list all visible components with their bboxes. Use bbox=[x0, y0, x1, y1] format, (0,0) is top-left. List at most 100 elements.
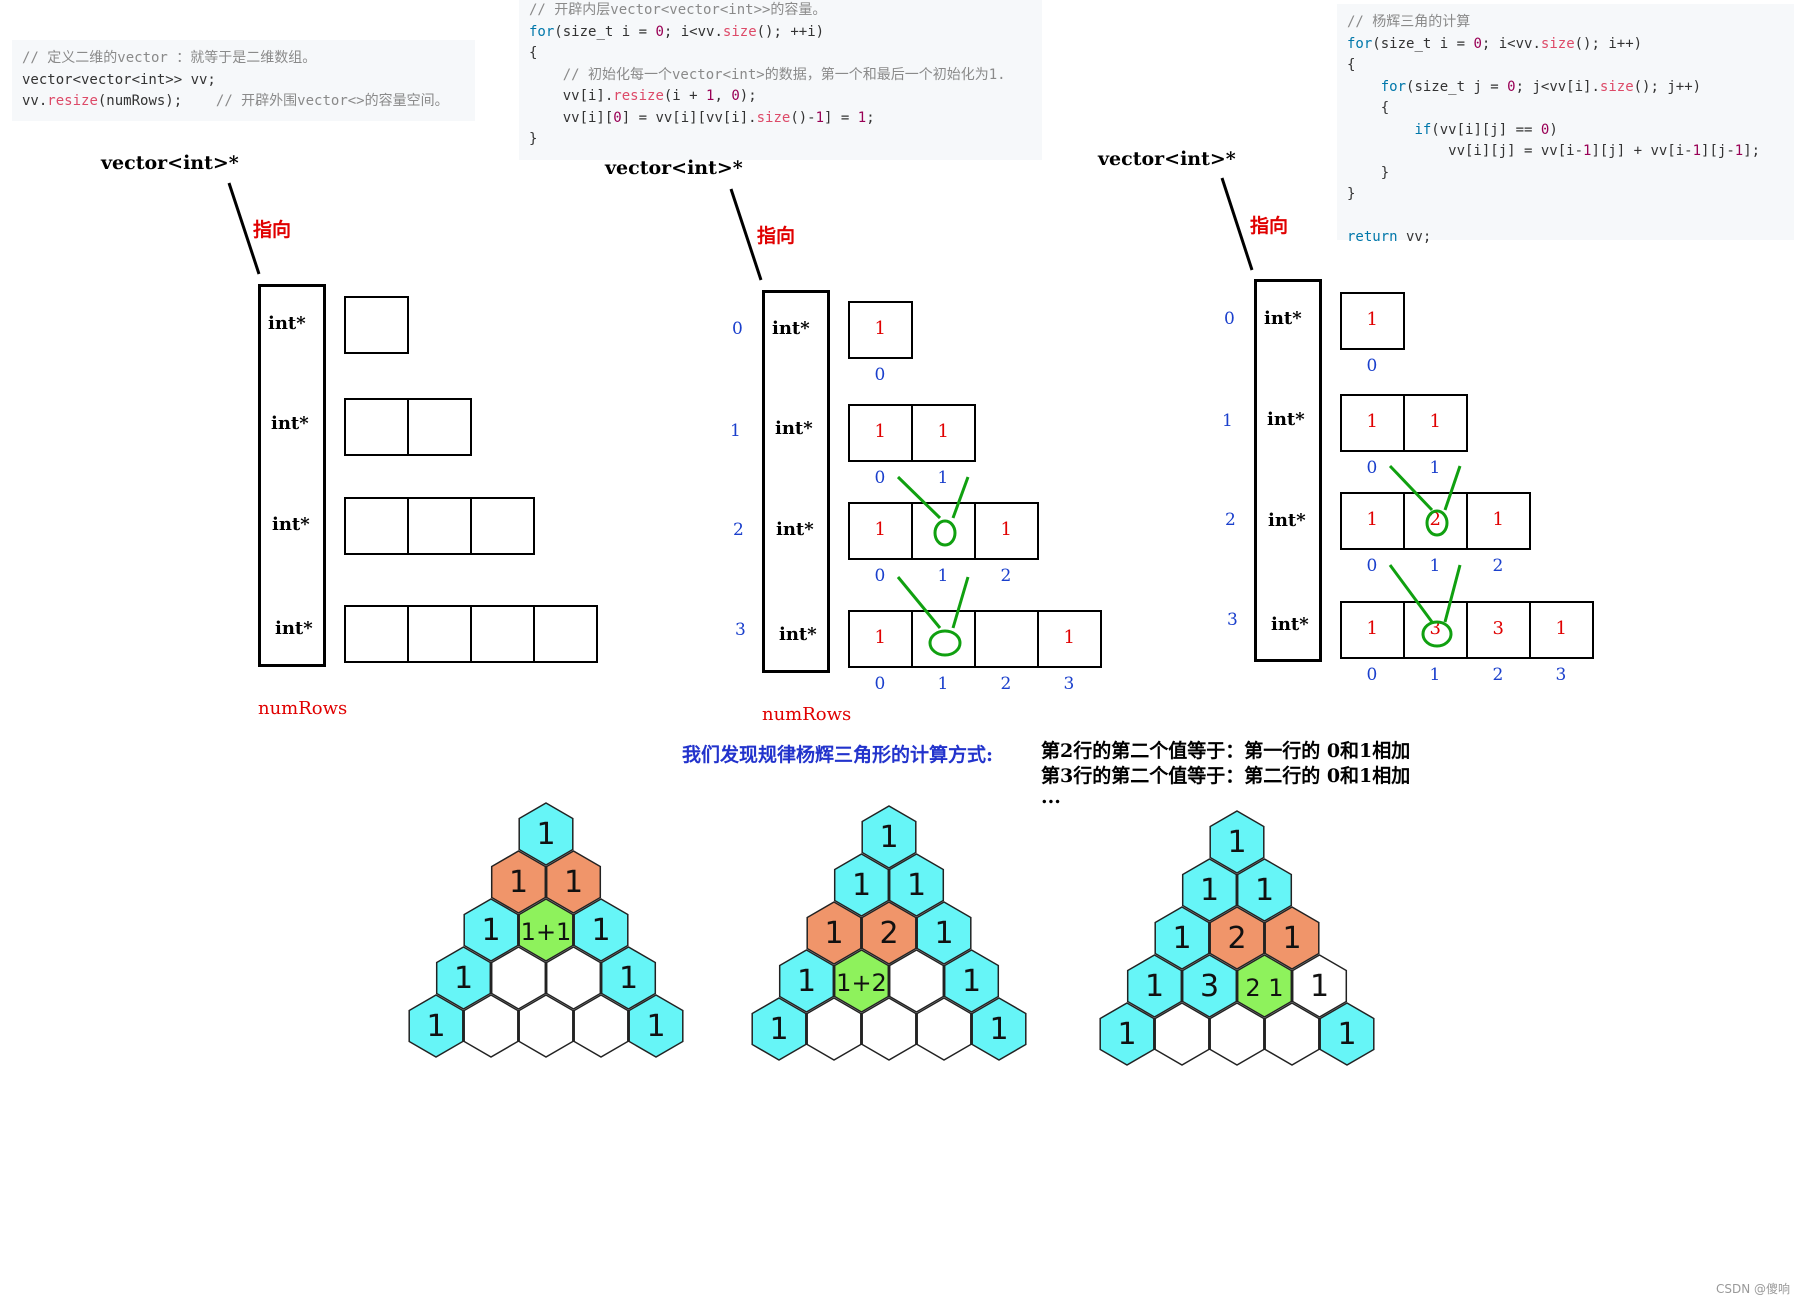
hex-cell bbox=[490, 946, 547, 1010]
code-line: } bbox=[529, 131, 538, 147]
cell-value: 1 bbox=[1063, 627, 1075, 648]
hex-value: 1 bbox=[1200, 873, 1219, 908]
hex-value: 1 bbox=[509, 865, 528, 900]
hex-cell bbox=[1236, 858, 1293, 922]
cell-value: 1 bbox=[1555, 618, 1567, 639]
hex-cell bbox=[751, 997, 807, 1061]
int-ptr-label: int* bbox=[775, 418, 813, 439]
code-line: } bbox=[1347, 164, 1390, 181]
cell-value: 1 bbox=[1366, 509, 1378, 530]
pointer-type-label: vector<int>* bbox=[605, 157, 743, 179]
hex-cell bbox=[806, 997, 862, 1061]
column-index: 2 bbox=[1000, 566, 1012, 586]
hex-value: 1 bbox=[1117, 1017, 1136, 1052]
hex-cell bbox=[778, 949, 835, 1013]
hex-cell bbox=[573, 994, 629, 1058]
array-cell bbox=[344, 296, 409, 354]
code-line: vv[i][j] = vv[i-1][j] + vv[i-1][j-1]; bbox=[1347, 143, 1761, 159]
column-index: 1 bbox=[937, 468, 949, 488]
rule-lead-text: 我们发现规律杨辉三角形的计算方式: bbox=[682, 744, 994, 766]
cell-value: 1 bbox=[937, 421, 949, 442]
array-cell bbox=[1403, 394, 1468, 452]
hex-cell bbox=[833, 853, 890, 917]
row-index: 3 bbox=[1227, 610, 1238, 630]
array-cell bbox=[974, 502, 1039, 560]
column-index: 0 bbox=[1366, 665, 1378, 685]
int-ptr-label: int* bbox=[272, 514, 310, 535]
hex-value: 1 bbox=[591, 913, 610, 948]
cell-value: 1 bbox=[1000, 519, 1012, 540]
column-index: 0 bbox=[1366, 356, 1378, 376]
code-line: vv[i][0] = vv[i][vv[i].size()-1] = 1; bbox=[529, 109, 875, 126]
array-cell bbox=[1037, 610, 1102, 668]
column-index: 2 bbox=[1492, 556, 1504, 576]
hex-cell bbox=[518, 802, 574, 866]
pointer-type-label: vector<int>* bbox=[101, 152, 239, 174]
code-line: // 定义二维的vector ：就等于是二维数组。 bbox=[22, 50, 317, 66]
row-index: 2 bbox=[1225, 510, 1236, 530]
row-index: 1 bbox=[730, 421, 741, 441]
hex-cell bbox=[861, 805, 917, 869]
hex-cell bbox=[1181, 954, 1238, 1018]
hex-value: 1 bbox=[536, 817, 555, 852]
hex-cell bbox=[545, 850, 602, 914]
hex-value: 1 bbox=[619, 961, 638, 996]
hex-value: 2 bbox=[879, 916, 898, 951]
hex-cell bbox=[545, 946, 602, 1010]
row-pointer-column bbox=[258, 284, 326, 667]
cell-value: 1 bbox=[874, 519, 886, 540]
code-line: vector<vector<int>> vv; bbox=[22, 71, 216, 88]
code-line: vv.resize(numRows); // 开辟外围vector<>的容量空间… bbox=[22, 93, 449, 109]
cell-value: 1 bbox=[1366, 618, 1378, 639]
hex-value: 1 bbox=[481, 913, 500, 948]
rule-line-3: ... bbox=[1041, 786, 1061, 808]
points-to-label: 指向 bbox=[757, 225, 796, 247]
column-index: 3 bbox=[1063, 674, 1075, 694]
hex-value: 1 bbox=[1310, 969, 1329, 1004]
cell-value: 1 bbox=[1492, 509, 1504, 530]
hex-cell bbox=[1209, 810, 1265, 874]
hex-cell bbox=[916, 997, 972, 1061]
hex-cell bbox=[518, 994, 574, 1058]
column-index: 0 bbox=[874, 365, 886, 385]
hex-cell bbox=[971, 997, 1027, 1061]
code-block-resize: // 定义二维的vector ：就等于是二维数组。 vector<vector<i… bbox=[12, 40, 475, 121]
hex-cell bbox=[435, 946, 492, 1010]
hex-cell bbox=[1291, 954, 1348, 1018]
array-cell bbox=[1466, 492, 1531, 550]
column-index: 1 bbox=[937, 566, 949, 586]
hex-cell bbox=[1209, 1002, 1265, 1066]
hex-value: 1 bbox=[426, 1009, 445, 1044]
row-index: 3 bbox=[735, 620, 746, 640]
code-line: for(size_t i = 0; i<vv.size(); ++i) bbox=[529, 23, 825, 40]
column-index: 3 bbox=[1555, 665, 1567, 685]
points-to-label: 指向 bbox=[253, 219, 292, 241]
num-rows-label: numRows bbox=[762, 704, 852, 725]
hex-value: 1 bbox=[1337, 1017, 1356, 1052]
hex-value: 1+2 bbox=[836, 969, 887, 997]
hex-cell bbox=[1264, 906, 1320, 970]
rule-line-2: 第3行的第二个值等于：第二行的 0和1相加 bbox=[1041, 765, 1411, 787]
hex-value: 1 bbox=[1172, 921, 1191, 956]
hex-cell bbox=[1236, 954, 1293, 1018]
code-line: { bbox=[1347, 100, 1390, 116]
code-line: // 初始化每一个vector<int>的数据，第一个和最后一个初始化为1. bbox=[562, 66, 1006, 83]
column-index: 0 bbox=[874, 674, 886, 694]
hex-value: 1 bbox=[879, 820, 898, 855]
column-index: 0 bbox=[874, 468, 886, 488]
hex-cell bbox=[1209, 906, 1265, 970]
row-index: 1 bbox=[1222, 411, 1233, 431]
array-cell bbox=[911, 404, 976, 462]
hex-value: 1 bbox=[1145, 969, 1164, 1004]
column-index: 2 bbox=[1492, 665, 1504, 685]
hex-cell bbox=[1181, 858, 1238, 922]
hex-value: 2 1 bbox=[1245, 974, 1283, 1002]
cell-value: 3 bbox=[1429, 618, 1441, 639]
code-line: { bbox=[1347, 57, 1356, 73]
hex-value: 3 bbox=[1200, 969, 1219, 1004]
